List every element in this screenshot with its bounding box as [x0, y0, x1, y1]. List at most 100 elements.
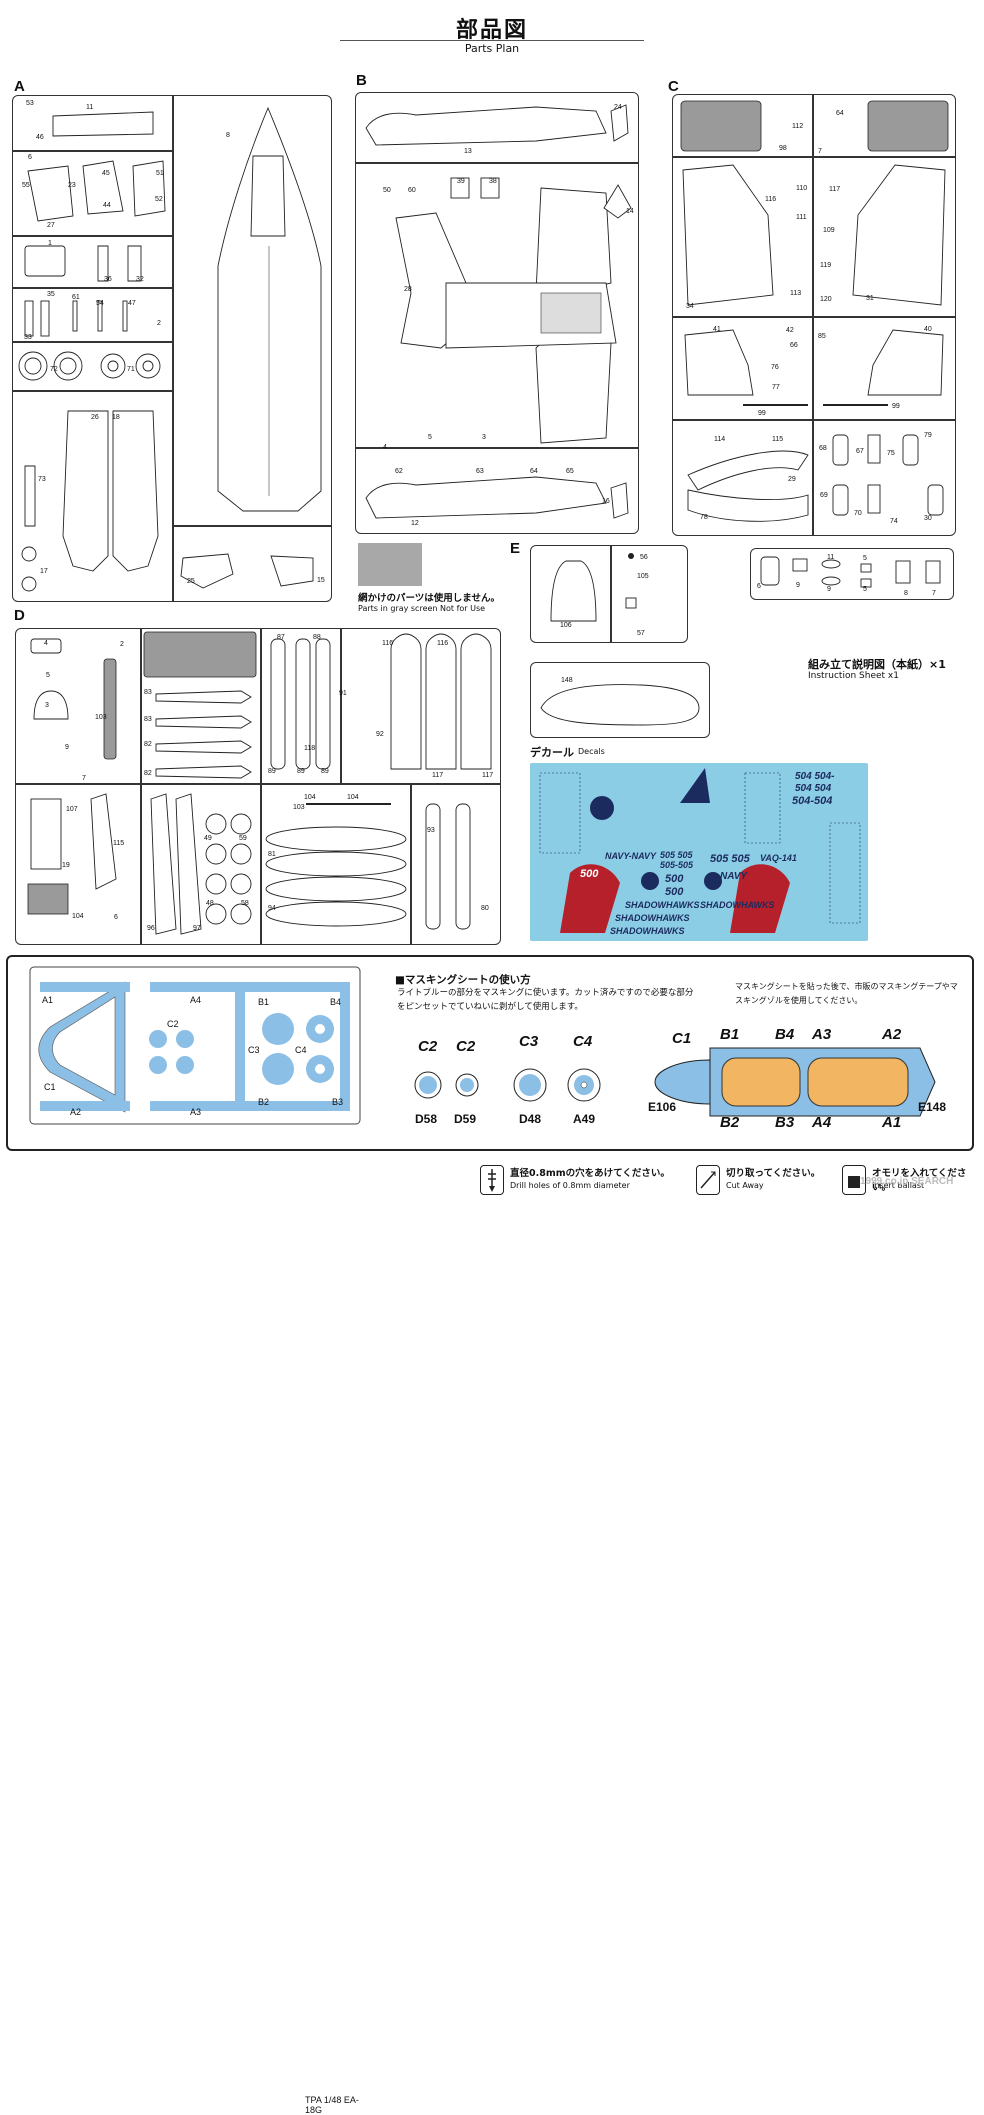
- part-number-d: 89: [268, 768, 276, 775]
- part-number-a: 1: [48, 240, 52, 247]
- part-number-b: 4: [383, 444, 387, 451]
- mask-label-c3: C3: [248, 1045, 260, 1055]
- mask-label-a3: A3: [190, 1107, 202, 1117]
- instruction-sheet-jp: 組み立て説明図（本紙）×1: [808, 658, 946, 671]
- part-number-d: 82: [144, 770, 152, 777]
- part-number-c: 31: [866, 295, 874, 302]
- part-number-c: 117: [829, 186, 841, 193]
- part-number-c: 120: [820, 296, 832, 303]
- sprue-a-drawing: [13, 96, 331, 601]
- part-number-c: 74: [890, 518, 898, 525]
- part-number-a: 33: [24, 334, 32, 341]
- part-number-d: 48: [206, 900, 214, 907]
- part-number-d: 115: [113, 840, 125, 847]
- gray-screen-swatch: [358, 543, 422, 586]
- part-number-a: 53: [26, 100, 34, 107]
- mask-label-b1: B1: [258, 997, 270, 1007]
- sprue-b: [355, 92, 639, 534]
- part-number-d: 96: [147, 925, 155, 932]
- part-number-d: 93: [427, 827, 435, 834]
- part-number-d: 104: [72, 913, 84, 920]
- part-number-d: 19: [62, 862, 70, 869]
- drill-icon: [480, 1165, 504, 1195]
- decals-title-en: Decals: [578, 747, 605, 756]
- decal-text: 504-504: [792, 795, 833, 807]
- part-number-a: 61: [72, 294, 80, 301]
- decal-text: SHADOWHAWKS: [700, 900, 775, 910]
- part-number-a: 15: [317, 577, 325, 584]
- part-number-a: 51: [156, 170, 164, 177]
- part-number-b: 24: [614, 104, 622, 111]
- part-number-c: 110: [796, 185, 808, 192]
- canopy-label-c1: C1: [672, 1030, 692, 1047]
- part-number-c: 7: [818, 148, 822, 155]
- part-number-d: 89: [321, 768, 329, 775]
- part-number-d: 92: [376, 731, 384, 738]
- part-number-b: 12: [411, 520, 419, 527]
- decal-text: 504 504-: [795, 771, 835, 782]
- part-number-c: 119: [820, 262, 832, 269]
- sprue-e-upper: [530, 545, 688, 643]
- decal-text: NAVY: [720, 871, 748, 882]
- mask-label-a1: A1: [42, 995, 54, 1005]
- wheel-mask-c2-b: C2: [456, 1038, 476, 1055]
- canopy-label-a3: A3: [812, 1026, 832, 1043]
- part-number-d: 87: [277, 634, 285, 641]
- wheel-label-d58: D58: [415, 1112, 438, 1126]
- legend-drill-en: Drill holes of 0.8mm diameter: [510, 1181, 630, 1190]
- part-number-b: 5: [428, 434, 432, 441]
- part-number-a: 45: [102, 170, 110, 177]
- part-number-d: 49: [204, 835, 212, 842]
- part-number-a: 47: [128, 300, 136, 307]
- part-number-b: 16: [602, 498, 610, 505]
- canopy-label-b1: B1: [720, 1026, 740, 1043]
- part-number-d: 89: [297, 768, 305, 775]
- part-number-c_extra: 5: [863, 555, 867, 562]
- part-number-d: 91: [339, 690, 347, 697]
- sprue-e-letter: E: [510, 540, 521, 557]
- masking-howto-title: ■マスキングシートの使い方: [395, 974, 531, 986]
- decal-text: SHADOWHAWKS: [615, 913, 690, 923]
- canopy-label-a2: A2: [882, 1026, 902, 1043]
- masking-howto-desc2: マスキングシートを貼った後で、市販のマスキングテープやマスキングゾルを使用してく…: [735, 982, 958, 1005]
- decal-text: 500: [665, 886, 684, 898]
- part-number-c_extra: 11: [827, 554, 835, 561]
- part-number-c: 67: [856, 448, 864, 455]
- wheel-label-d48: D48: [519, 1112, 542, 1126]
- part-number-c_extra: 7: [932, 590, 936, 597]
- part-number-c_extra: 9: [796, 582, 800, 589]
- part-number-a: 17: [40, 568, 48, 575]
- part-number-d: 4: [44, 640, 48, 647]
- part-number-c_extra: 5: [863, 586, 867, 593]
- part-number-b: 14: [626, 208, 634, 215]
- part-number-c: 85: [818, 333, 826, 340]
- sprue-e-lower: [530, 662, 710, 738]
- part-number-c: 78: [700, 514, 708, 521]
- part-number-c: 79: [924, 432, 932, 439]
- part-number-b: 63: [476, 468, 484, 475]
- part-number-b: 13: [464, 148, 472, 155]
- part-number-a: 36: [104, 276, 112, 283]
- part-number-d: 94: [268, 905, 276, 912]
- part-number-d: 103: [293, 804, 305, 811]
- wheel-label-d59: D59: [454, 1112, 477, 1126]
- sprue-a: [12, 95, 332, 602]
- part-number-c: 30: [924, 515, 932, 522]
- part-number-c: 66: [790, 342, 798, 349]
- canopy-label-a4: A4: [812, 1114, 832, 1131]
- part-number-d: 83: [144, 716, 152, 723]
- legend-cut-en: Cut Away: [726, 1181, 764, 1190]
- part-number-d: 81: [268, 851, 276, 858]
- mask-label-b2: B2: [258, 1097, 270, 1107]
- part-number-c: 116: [765, 196, 777, 203]
- part-number-b: 28: [404, 286, 412, 293]
- part-number-b: 39: [457, 178, 465, 185]
- part-number-b: 65: [566, 468, 574, 475]
- decal-sheet-art: [539, 768, 861, 933]
- decal-sheet: 504 504- 504 504 504-504 VAQ-141 NAVY-NA…: [530, 763, 868, 941]
- part-number-d: 6: [114, 914, 118, 921]
- part-number-c: 75: [887, 450, 895, 457]
- mask-label-a4: A4: [190, 995, 202, 1005]
- part-number-c: 111: [796, 214, 807, 221]
- part-number-d: 7: [82, 775, 86, 782]
